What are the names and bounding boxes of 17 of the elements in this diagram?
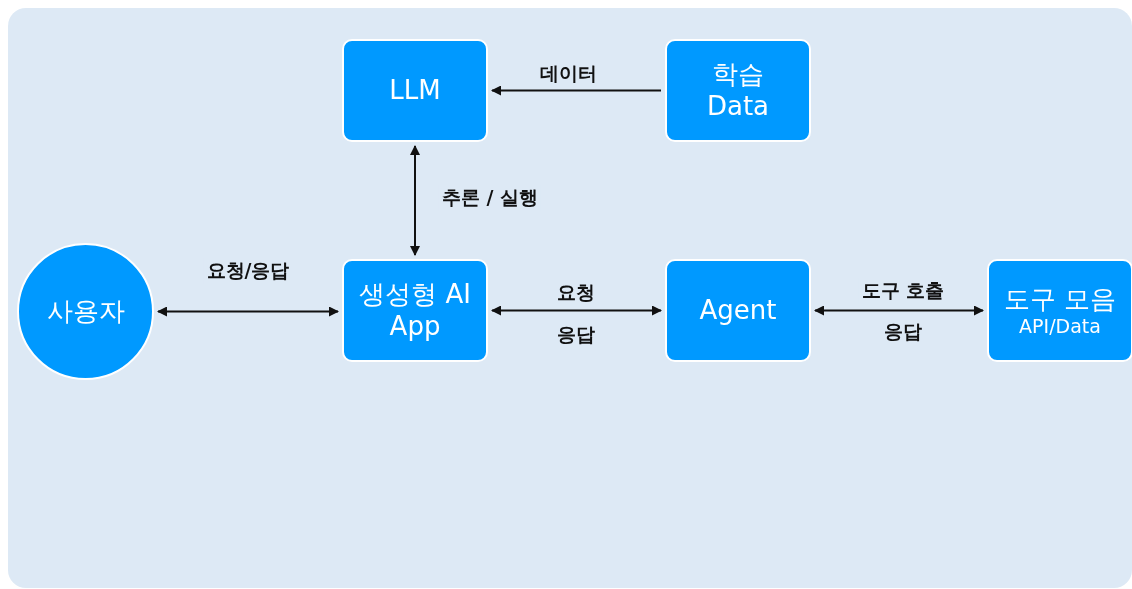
process-box bbox=[342, 259, 488, 362]
process-box bbox=[665, 259, 811, 362]
node-title: 사용자 bbox=[46, 295, 125, 328]
node-title: 생성형 AI App bbox=[358, 279, 472, 342]
arrow bbox=[491, 85, 662, 96]
node-title: Agent bbox=[699, 294, 777, 327]
node-title: LLM bbox=[389, 74, 441, 107]
process-box bbox=[987, 259, 1132, 362]
node-subtitle: API/Data bbox=[1019, 314, 1101, 338]
arrow bbox=[410, 145, 420, 256]
node-title: 학습 Data bbox=[705, 59, 771, 122]
process-box bbox=[342, 39, 488, 142]
process-box bbox=[665, 39, 811, 142]
node-title: 도구 모음 bbox=[1003, 283, 1117, 315]
arrow bbox=[491, 305, 662, 316]
arrow bbox=[814, 305, 984, 316]
arrow bbox=[157, 306, 339, 317]
